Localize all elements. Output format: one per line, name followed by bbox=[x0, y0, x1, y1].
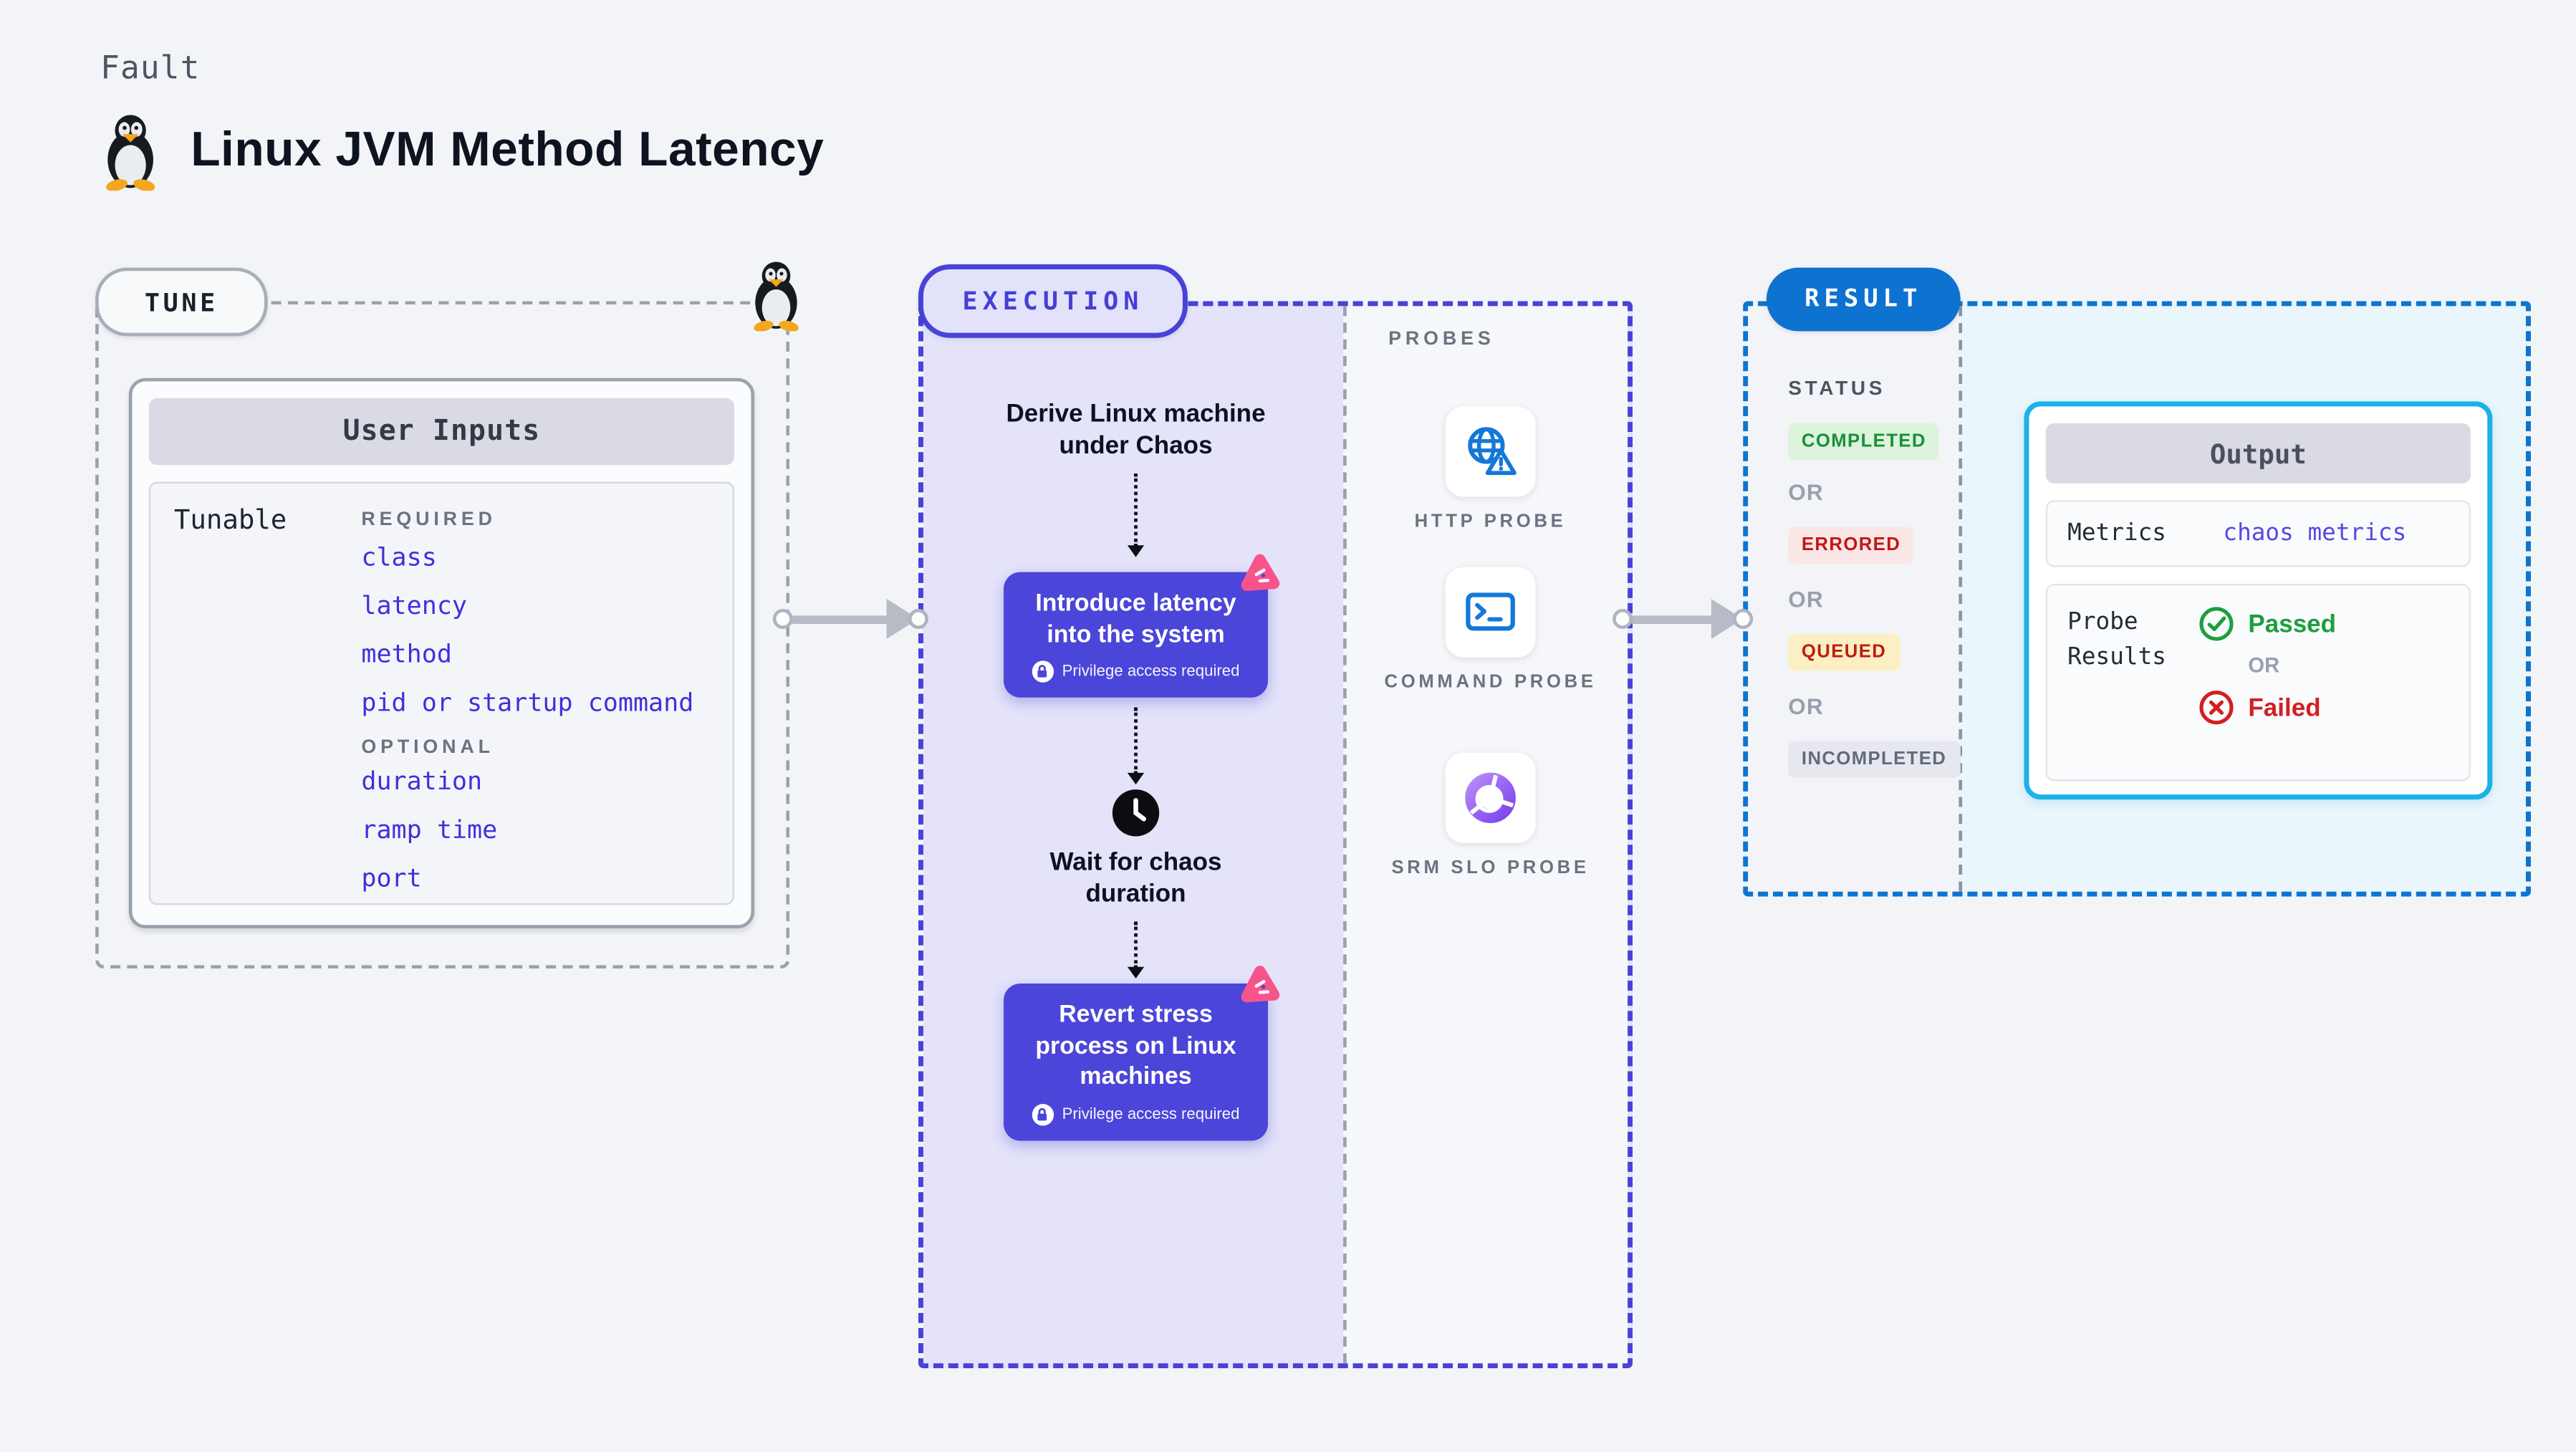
status-badge-queued: QUEUED bbox=[1788, 634, 1900, 671]
probes-label: PROBES bbox=[1388, 330, 1495, 350]
chaos-metrics-link[interactable]: chaos metrics bbox=[2223, 520, 2407, 547]
flow-connector bbox=[1127, 707, 1145, 785]
status-badge-errored: ERRORED bbox=[1788, 527, 1914, 564]
introduce-latency-node: Introduce latency into the system Privil… bbox=[1004, 554, 1280, 698]
tunable-method-link[interactable]: method bbox=[361, 639, 452, 670]
slo-donut-check-icon bbox=[1465, 772, 1516, 824]
check-circle-icon bbox=[2199, 607, 2234, 641]
srm-slo-probe-card[interactable] bbox=[1445, 752, 1536, 843]
tunable-port-link[interactable]: port bbox=[361, 862, 422, 893]
failed-label: Failed bbox=[2248, 693, 2321, 722]
status-badge-completed: COMPLETED bbox=[1788, 423, 1940, 461]
litmus-chaos-icon bbox=[1241, 554, 1280, 591]
command-probe-card[interactable] bbox=[1445, 567, 1536, 658]
tune-section-pill: TUNE bbox=[95, 267, 268, 337]
tunable-duration-link[interactable]: duration bbox=[361, 766, 483, 797]
metrics-row: Metrics chaos metrics bbox=[2045, 500, 2471, 567]
tunable-ramp-time-link[interactable]: ramp time bbox=[361, 814, 498, 845]
user-inputs-card: User Inputs Tunable REQUIRED class laten… bbox=[128, 378, 755, 928]
tunable-row-label: Tunable bbox=[173, 503, 287, 536]
lock-icon bbox=[1032, 1103, 1054, 1125]
clock-icon bbox=[1112, 789, 1160, 837]
tunables-table: Tunable REQUIRED class latency method pi… bbox=[148, 481, 735, 905]
or-label: OR bbox=[1788, 480, 1824, 506]
user-inputs-title: User Inputs bbox=[148, 398, 735, 466]
command-probe-label: COMMAND PROBE bbox=[1384, 672, 1597, 693]
x-circle-icon bbox=[2199, 691, 2234, 725]
probe-results-label: Probe Results bbox=[2067, 608, 2166, 671]
required-group-label: REQUIRED bbox=[361, 510, 496, 531]
probes-divider bbox=[1343, 306, 1347, 1364]
wait-duration-text: Wait for chaos duration bbox=[1049, 847, 1222, 908]
privilege-badge-text: Privilege access required bbox=[1062, 1105, 1240, 1124]
or-label: OR bbox=[1788, 587, 1824, 612]
lock-icon bbox=[1032, 660, 1054, 683]
tunable-class-link[interactable]: class bbox=[361, 542, 437, 572]
or-label: OR bbox=[1788, 694, 1824, 720]
page-title: Linux JVM Method Latency bbox=[191, 122, 825, 177]
execution-section-box: Derive Linux machine under Chaos Introdu… bbox=[918, 301, 1633, 1369]
derive-machine-text: Derive Linux machine under Chaos bbox=[1006, 400, 1266, 460]
litmus-chaos-icon bbox=[1241, 966, 1280, 1003]
result-divider bbox=[1959, 306, 1963, 892]
status-label: STATUS bbox=[1788, 376, 1886, 400]
output-title: Output bbox=[2045, 423, 2471, 484]
revert-stress-text: Revert stress process on Linux machines bbox=[1035, 1001, 1236, 1091]
status-badge-incompleted: INCOMPLETED bbox=[1788, 741, 1960, 778]
optional-group-label: OPTIONAL bbox=[361, 737, 494, 758]
probe-results-row: Probe Results Passed OR Faile bbox=[2045, 583, 2471, 782]
globe-alert-icon bbox=[1468, 427, 1517, 476]
revert-stress-node: Revert stress process on Linux machines … bbox=[1004, 966, 1280, 1140]
privilege-badge-text: Privilege access required bbox=[1062, 662, 1240, 681]
linux-tux-penguin-icon bbox=[106, 115, 155, 191]
flow-connector bbox=[1127, 473, 1145, 557]
output-card: Output Metrics chaos metrics Probe Resul… bbox=[2024, 401, 2493, 800]
metrics-label: Metrics bbox=[2067, 520, 2166, 547]
tux-corner-icon bbox=[754, 261, 799, 332]
tune-section-box bbox=[95, 301, 790, 969]
tunable-latency-link[interactable]: latency bbox=[361, 590, 468, 621]
srm-slo-probe-label: SRM SLO PROBE bbox=[1391, 857, 1590, 878]
passed-label: Passed bbox=[2248, 610, 2337, 638]
result-section-pill: RESULT bbox=[1766, 267, 1961, 332]
tunable-pid-link[interactable]: pid or startup command bbox=[361, 687, 694, 718]
or-label: OR bbox=[2248, 654, 2280, 678]
flow-connector bbox=[1127, 921, 1145, 979]
http-probe-card[interactable] bbox=[1445, 406, 1536, 497]
execution-section-pill: EXECUTION bbox=[918, 264, 1188, 338]
http-probe-label: HTTP PROBE bbox=[1414, 511, 1567, 532]
introduce-latency-text: Introduce latency into the system bbox=[1035, 590, 1236, 648]
terminal-icon bbox=[1466, 592, 1515, 631]
fault-kicker: Fault bbox=[100, 50, 201, 87]
